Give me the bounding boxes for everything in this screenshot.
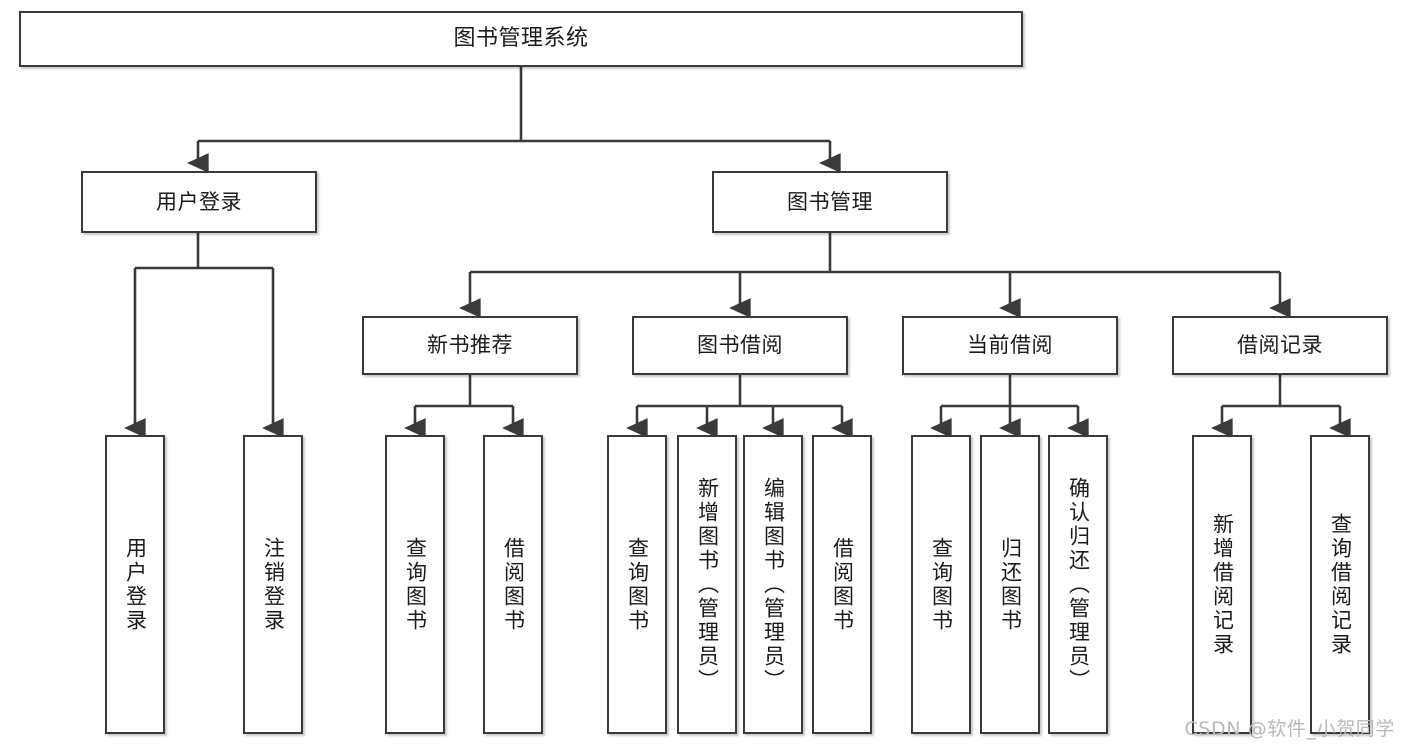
leaf-user-login-login-label: 用户登录 xyxy=(123,536,148,633)
leaf-user-login-login[interactable]: 用户登录 xyxy=(105,435,165,734)
leaf-current-borrow-return-label: 归还图书 xyxy=(998,536,1023,633)
leaf-borrow-record-add-label: 新增借阅记录 xyxy=(1210,512,1235,657)
leaf-new-book-borrow[interactable]: 借阅图书 xyxy=(483,435,543,734)
node-book-borrow[interactable]: 图书借阅 xyxy=(632,316,848,375)
node-root-system[interactable]: 图书管理系统 xyxy=(19,11,1023,67)
leaf-book-borrow-edit-label: 编辑图书（管理员） xyxy=(761,476,786,693)
node-borrow-record-label: 借阅记录 xyxy=(1237,333,1323,358)
node-book-borrow-label: 图书借阅 xyxy=(697,333,783,358)
leaf-new-book-query-label: 查询图书 xyxy=(403,536,428,633)
leaf-user-login-logout[interactable]: 注销登录 xyxy=(243,435,303,734)
leaf-current-borrow-query-label: 查询图书 xyxy=(929,536,954,633)
leaf-current-borrow-confirm-label: 确认归还（管理员） xyxy=(1066,476,1091,693)
node-book-manage[interactable]: 图书管理 xyxy=(712,171,948,233)
leaf-book-borrow-query[interactable]: 查询图书 xyxy=(607,435,667,734)
node-book-manage-label: 图书管理 xyxy=(787,189,873,214)
leaf-book-borrow-borrow[interactable]: 借阅图书 xyxy=(812,435,872,734)
node-user-login[interactable]: 用户登录 xyxy=(81,171,317,233)
leaf-new-book-query[interactable]: 查询图书 xyxy=(385,435,445,734)
node-user-login-label: 用户登录 xyxy=(156,189,242,214)
leaf-current-borrow-return[interactable]: 归还图书 xyxy=(980,435,1040,734)
leaf-new-book-borrow-label: 借阅图书 xyxy=(501,536,526,633)
node-current-borrow[interactable]: 当前借阅 xyxy=(902,316,1118,375)
node-new-book-recommend[interactable]: 新书推荐 xyxy=(362,316,578,375)
leaf-borrow-record-add[interactable]: 新增借阅记录 xyxy=(1192,435,1252,734)
leaf-user-login-logout-label: 注销登录 xyxy=(261,536,286,633)
leaf-book-borrow-add[interactable]: 新增图书（管理员） xyxy=(677,435,737,734)
leaf-borrow-record-query-label: 查询借阅记录 xyxy=(1328,512,1353,657)
watermark-text: CSDN @软件_小贺同学 xyxy=(1184,718,1395,740)
leaf-book-borrow-borrow-label: 借阅图书 xyxy=(830,536,855,633)
leaf-book-borrow-query-label: 查询图书 xyxy=(625,536,650,633)
leaf-borrow-record-query[interactable]: 查询借阅记录 xyxy=(1310,435,1370,734)
node-new-book-recommend-label: 新书推荐 xyxy=(427,333,513,358)
leaf-book-borrow-edit[interactable]: 编辑图书（管理员） xyxy=(743,435,803,734)
node-borrow-record[interactable]: 借阅记录 xyxy=(1172,316,1388,375)
node-current-borrow-label: 当前借阅 xyxy=(967,333,1053,358)
leaf-book-borrow-add-label: 新增图书（管理员） xyxy=(695,476,720,693)
leaf-current-borrow-query[interactable]: 查询图书 xyxy=(911,435,971,734)
node-root-system-label: 图书管理系统 xyxy=(453,26,589,52)
leaf-current-borrow-confirm[interactable]: 确认归还（管理员） xyxy=(1048,435,1108,734)
